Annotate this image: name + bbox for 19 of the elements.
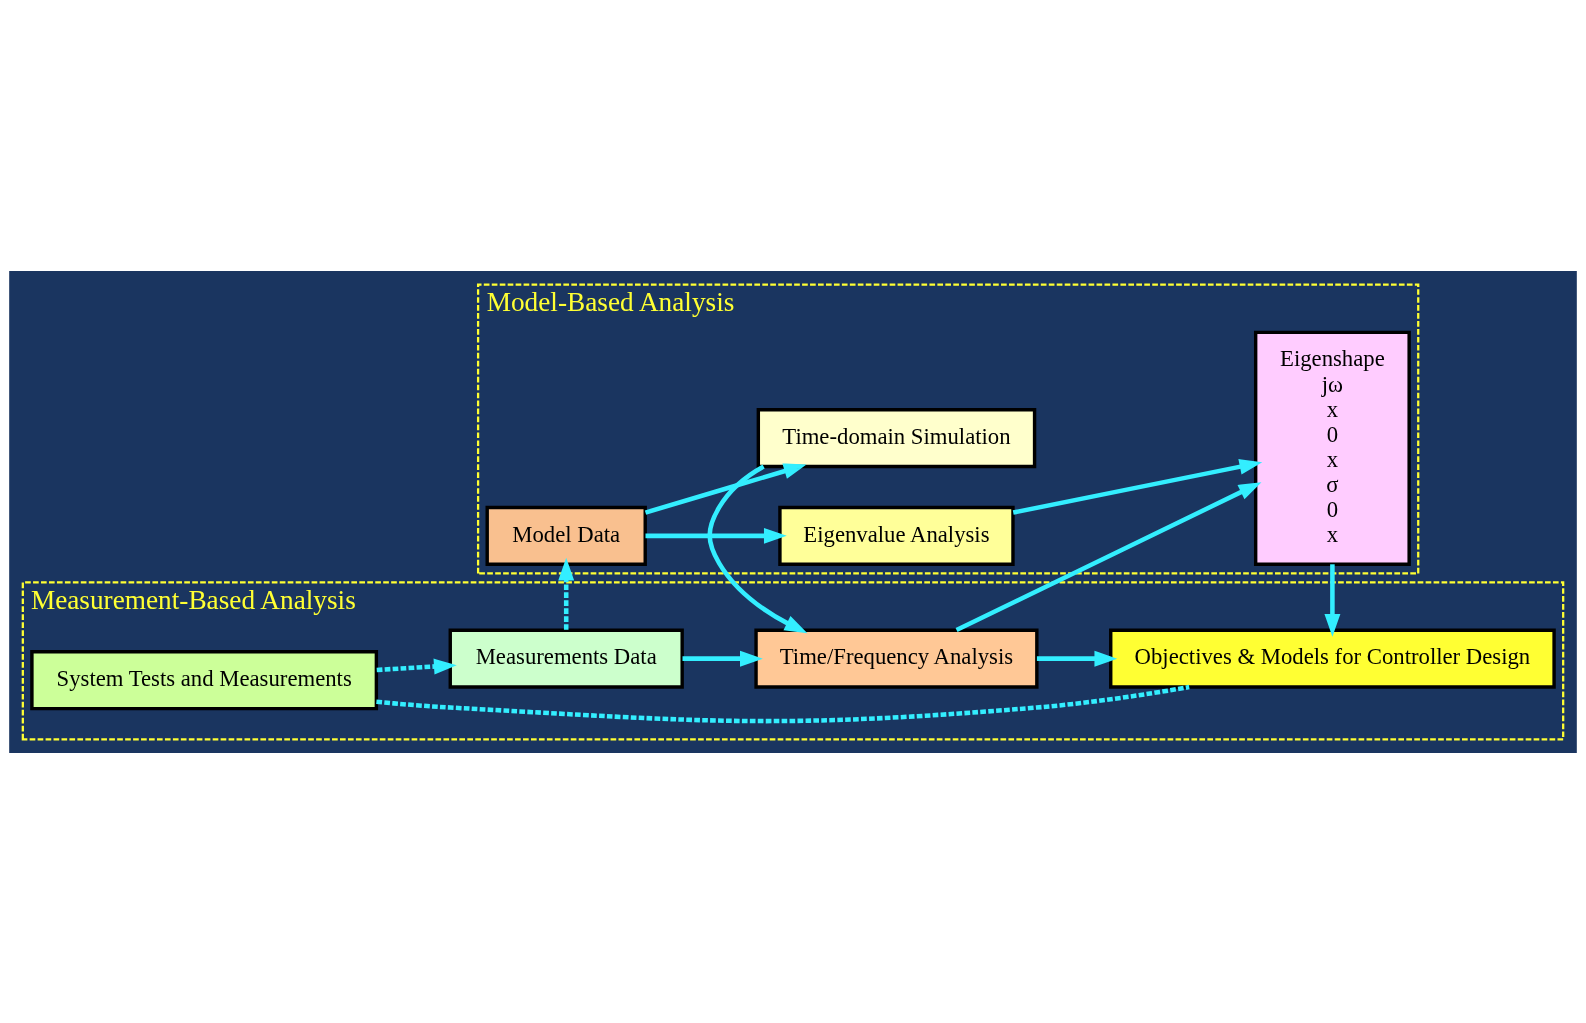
arrow xyxy=(1036,650,1118,667)
node-box: Measurements Data xyxy=(448,628,684,689)
node-box: Time/Frequency Analysis xyxy=(754,628,1039,689)
arrow xyxy=(558,557,575,630)
arrow xyxy=(707,464,808,633)
node-box: Model Data xyxy=(485,505,647,566)
node-box: System Tests and Measurements xyxy=(30,649,379,710)
arrow xyxy=(955,481,1262,632)
arrow xyxy=(645,527,787,544)
arrow xyxy=(682,650,763,667)
connector xyxy=(376,684,1190,723)
node-box: Eigenvalue Analysis xyxy=(778,505,1015,566)
arrow xyxy=(376,658,457,674)
node-box: Eigenshape jω x 0 x σ 0 x xyxy=(1253,330,1411,566)
node-box: Objectives & Models for Controller Design xyxy=(1109,628,1556,689)
arrow xyxy=(1012,458,1263,515)
node-box: Time-domain Simulation xyxy=(756,407,1037,468)
arrow xyxy=(1324,563,1341,637)
arrow xyxy=(644,462,807,515)
